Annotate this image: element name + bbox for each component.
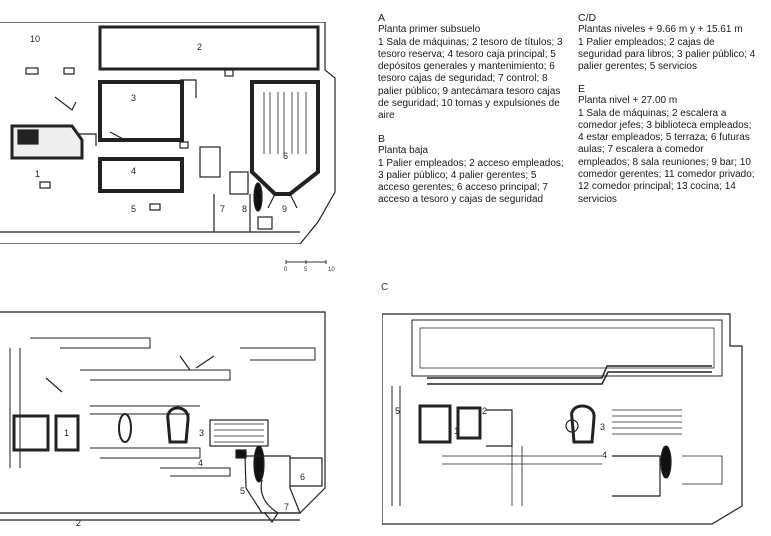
caption-cd: C/D Plantas niveles + 9.66 m y + 15.61 m… <box>578 12 758 73</box>
caption-a-title: Planta primer subsuelo <box>378 24 481 36</box>
plan-c-label-2: 2 <box>482 406 487 416</box>
plan-b-label-5: 5 <box>240 486 245 496</box>
plan-a-label-8: 8 <box>242 204 247 214</box>
caption-b-title: Planta baja <box>378 145 429 157</box>
plan-a-label-9: 9 <box>282 204 287 214</box>
plan-b-label-6: 6 <box>300 472 305 482</box>
plan-a-label-2: 2 <box>197 42 202 52</box>
plan-b-label-1: 1 <box>64 428 69 438</box>
plan-b-label-3: 3 <box>199 428 204 438</box>
plan-c-label-1: 1 <box>454 426 459 436</box>
plan-c-letter: C <box>381 282 389 293</box>
caption-b: B Planta baja 1 Palier empleados; 2 acce… <box>378 133 568 207</box>
plan-a-label-3: 3 <box>131 93 136 103</box>
caption-e: E Planta nivel + 27.00 m 1 Sala de máqui… <box>578 83 758 206</box>
plan-c-label-3: 3 <box>600 422 605 432</box>
floor-plan-c: 5 1 2 3 4 <box>382 306 771 532</box>
plan-b-label-4: 4 <box>198 458 203 468</box>
scale-mid: 5 <box>304 267 308 273</box>
caption-a: A Planta primer subsuelo 1 Sala de máqui… <box>378 12 568 123</box>
plan-a-label-6: 6 <box>283 151 288 161</box>
plan-a-label-10: 10 <box>30 34 40 44</box>
plan-c-label-5: 5 <box>395 406 400 416</box>
caption-e-letter: E <box>578 83 586 95</box>
caption-cd-letter: C/D <box>578 12 597 24</box>
caption-cd-title: Plantas niveles + 9.66 m y + 15.61 m <box>578 24 743 36</box>
caption-e-text: 1 Sala de máquinas; 2 escalera a comedor… <box>578 107 755 205</box>
floor-plan-b: 1 2 3 4 5 6 7 <box>0 308 330 532</box>
floor-plan-a: 10 2 3 1 4 5 6 7 8 9 <box>0 22 345 244</box>
plan-b-label-7: 7 <box>284 502 289 512</box>
plan-c-label-4: 4 <box>602 450 607 460</box>
plan-a-label-4: 4 <box>131 166 136 176</box>
caption-a-text: 1 Sala de máquinas; 2 tesoro de títulos;… <box>378 36 563 122</box>
scale-zero: 0 <box>284 267 288 273</box>
scale-bar: 0 5 10 <box>284 258 340 276</box>
plan-a-label-1: 1 <box>35 169 40 179</box>
caption-b-letter: B <box>378 133 386 145</box>
scale-max: 10 <box>328 267 335 273</box>
plan-a-label-7: 7 <box>220 204 225 214</box>
caption-a-letter: A <box>378 12 386 24</box>
plan-a-label-5: 5 <box>131 204 136 214</box>
caption-e-title: Planta nivel + 27.00 m <box>578 95 678 107</box>
plan-b-label-2: 2 <box>76 518 81 528</box>
caption-cd-text: 1 Palier empleados; 2 cajas de seguridad… <box>578 36 756 73</box>
caption-b-text: 1 Palier empleados; 2 acceso empleados; … <box>378 157 564 206</box>
